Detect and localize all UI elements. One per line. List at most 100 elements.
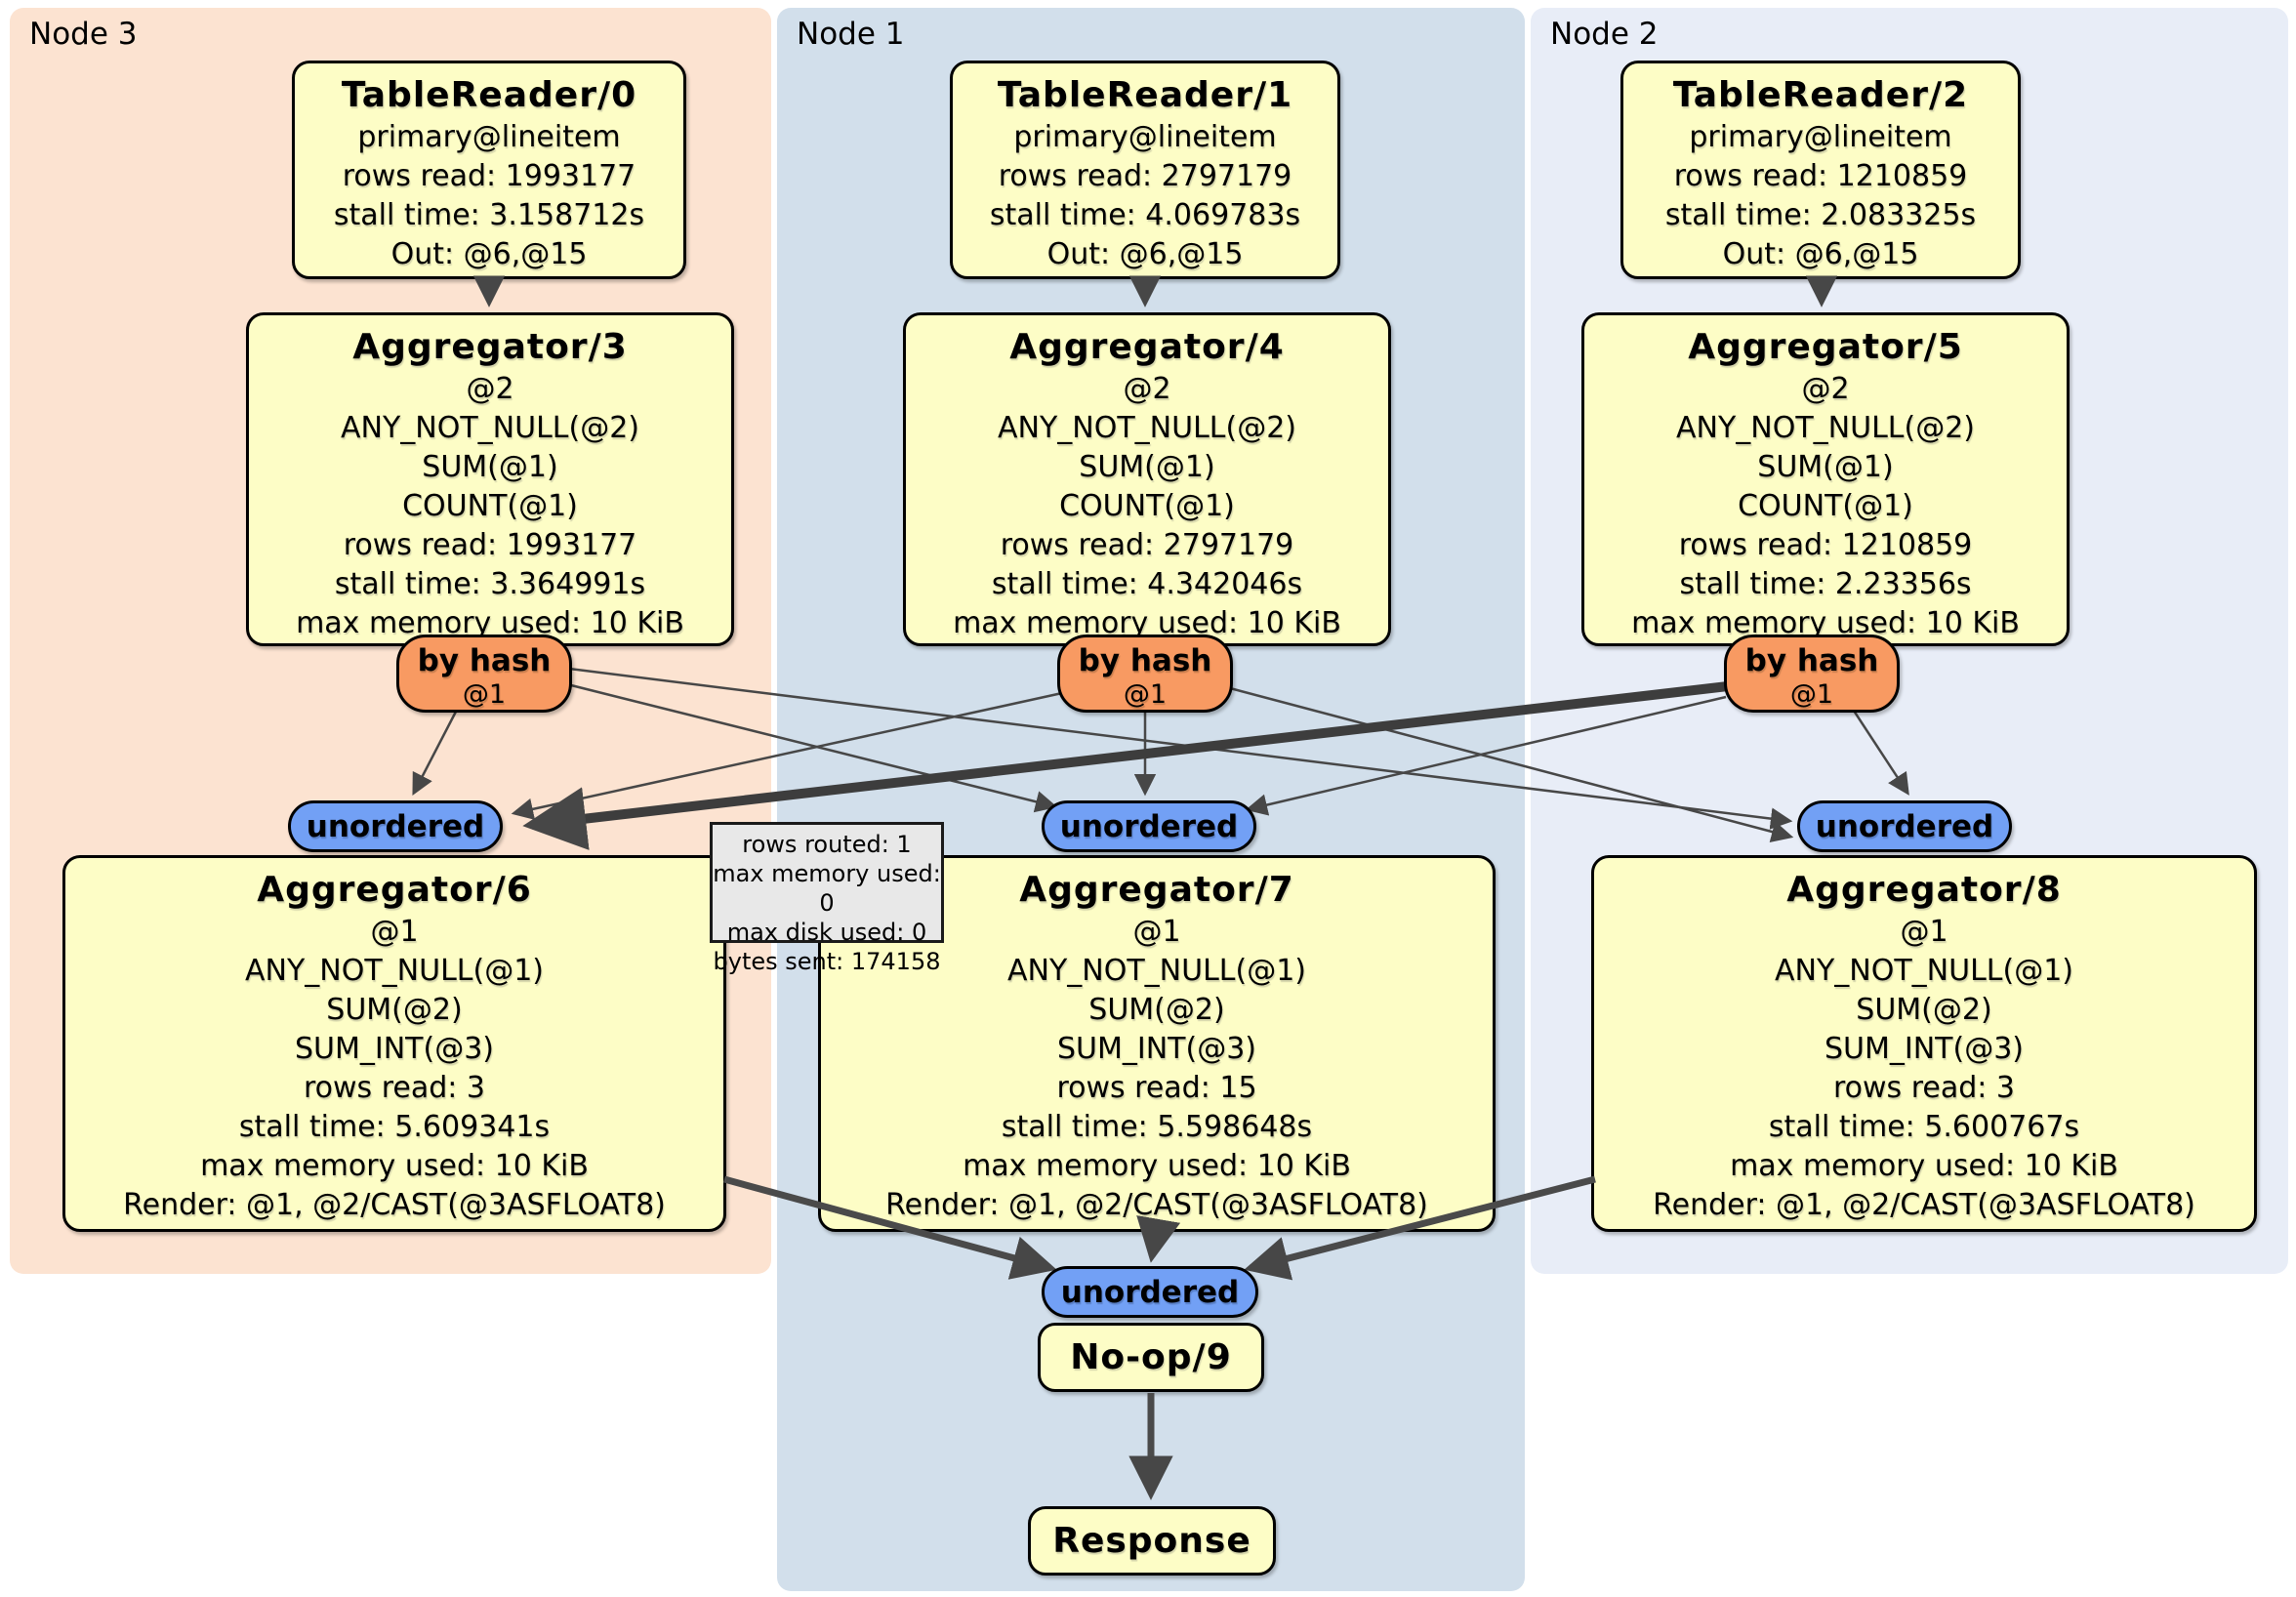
detail-line: Out: @6,@15 <box>1046 237 1244 271</box>
detail-line: ANY_NOT_NULL(@1) <box>1007 954 1306 988</box>
sync-label: unordered <box>306 808 485 844</box>
detail-line: max memory used: 10 KiB <box>200 1149 589 1183</box>
router-key: @1 <box>1123 679 1168 710</box>
router-key: @1 <box>462 679 507 710</box>
detail-line: rows read: 1993177 <box>343 528 637 562</box>
edge-hash4-unordered2 <box>1229 686 1794 842</box>
edge-hash5-unordered3-heavy <box>522 681 1729 850</box>
detail-line: Render: @1, @2/CAST(@3ASFLOAT8) <box>1653 1188 2195 1222</box>
detail-line: @1 <box>1900 915 1948 949</box>
sync-label: unordered <box>1815 808 1994 844</box>
detail-line: @2 <box>1123 372 1171 406</box>
sync-unordered-node2[interactable]: unordered <box>1797 800 2012 852</box>
detail-line: stall time: 2.083325s <box>1664 198 1977 232</box>
region-label-node2: Node 2 <box>1550 17 1659 52</box>
processor-title: Aggregator/3 <box>352 327 628 367</box>
detail-line: @1 <box>1132 915 1181 949</box>
router-by-hash-node1[interactable]: by hash @1 <box>1057 635 1233 713</box>
processor-tablereader-2[interactable]: TableReader/2 primary@lineitem rows read:… <box>1620 61 2021 279</box>
detail-line: Out: @6,@15 <box>1722 237 1919 271</box>
detail-line: max memory used: 10 KiB <box>963 1149 1351 1183</box>
detail-line: rows read: 1210859 <box>1678 528 1973 562</box>
detail-line: SUM_INT(@3) <box>1057 1032 1256 1066</box>
detail-line: stall time: 5.609341s <box>238 1110 551 1144</box>
detail-line: stall time: 4.342046s <box>991 567 1303 601</box>
edge-hash5-unordered2 <box>1852 710 1909 796</box>
detail-line: rows read: 2797179 <box>1000 528 1294 562</box>
processor-title: Aggregator/8 <box>1786 870 2062 910</box>
detail-line: primary@lineitem <box>1013 120 1277 154</box>
detail-line: COUNT(@1) <box>402 489 578 523</box>
detail-line: Render: @1, @2/CAST(@3ASFLOAT8) <box>123 1188 666 1222</box>
detail-line: ANY_NOT_NULL(@2) <box>341 411 639 445</box>
processor-title: Response <box>1052 1521 1251 1561</box>
detail-line: max memory used: 10 KiB <box>1730 1149 2118 1183</box>
region-label-node3: Node 3 <box>29 17 138 52</box>
detail-line: rows read: 1993177 <box>342 159 636 193</box>
detail-line: stall time: 3.158712s <box>333 198 645 232</box>
detail-line: stall time: 5.600767s <box>1768 1110 2080 1144</box>
detail-line: SUM(@2) <box>1856 993 1992 1027</box>
detail-line: ANY_NOT_NULL(@1) <box>245 954 544 988</box>
processor-title: Aggregator/5 <box>1688 327 1963 367</box>
edge-aggregator6-unordered-final <box>723 1175 1057 1280</box>
sync-unordered-final[interactable]: unordered <box>1042 1266 1258 1318</box>
router-key: @1 <box>1789 679 1834 710</box>
detail-line: Out: @6,@15 <box>390 237 588 271</box>
edge-hash3-unordered2 <box>568 667 1793 830</box>
detail-line: stall time: 2.23356s <box>1679 567 1972 601</box>
detail-line: rows read: 1210859 <box>1673 159 1968 193</box>
detail-line: SUM(@2) <box>326 993 463 1027</box>
processor-title: Aggregator/6 <box>257 870 532 910</box>
processor-noop-9[interactable]: No-op/9 <box>1038 1323 1264 1392</box>
router-label: by hash <box>417 643 552 678</box>
edge-hash3-unordered1 <box>570 683 1058 813</box>
detail-line: SUM(@1) <box>1757 450 1894 484</box>
detail-line: rows read: 3 <box>1832 1071 2016 1105</box>
detail-line: rows read: 2797179 <box>998 159 1292 193</box>
detail-line: @2 <box>466 372 514 406</box>
edge-hash5-unordered1 <box>1245 695 1727 816</box>
detail-line: SUM(@1) <box>1079 450 1215 484</box>
detail-line: SUM(@2) <box>1088 993 1225 1027</box>
detail-line: primary@lineitem <box>357 120 621 154</box>
edge-aggregator8-unordered-final <box>1244 1175 1596 1281</box>
sync-unordered-node1[interactable]: unordered <box>1042 800 1256 852</box>
processor-title: TableReader/2 <box>1672 75 1969 115</box>
detail-line: stall time: 3.364991s <box>334 567 646 601</box>
detail-line: COUNT(@1) <box>1059 489 1235 523</box>
sync-label: unordered <box>1060 1274 1240 1310</box>
router-by-hash-node2[interactable]: by hash @1 <box>1724 635 1900 713</box>
detail-line: primary@lineitem <box>1689 120 1952 154</box>
processor-title: No-op/9 <box>1070 1337 1232 1377</box>
detail-line: rows routed: 1 <box>742 831 912 858</box>
detail-line: ANY_NOT_NULL(@2) <box>998 411 1296 445</box>
sync-unordered-node3[interactable]: unordered <box>288 800 503 852</box>
detail-line: COUNT(@1) <box>1738 489 1913 523</box>
detail-line: max disk used: 0 <box>726 919 927 946</box>
router-by-hash-node3[interactable]: by hash @1 <box>396 635 572 713</box>
detail-line: rows read: 15 <box>1056 1071 1257 1105</box>
detail-line: stall time: 5.598648s <box>1001 1110 1313 1144</box>
detail-line: @2 <box>1801 372 1850 406</box>
detail-line: @1 <box>370 915 419 949</box>
detail-line: SUM_INT(@3) <box>295 1032 494 1066</box>
sync-label: unordered <box>1059 808 1239 844</box>
edge-hash4-unordered3 <box>511 691 1063 820</box>
edge-hash3-unordered3 <box>412 709 459 796</box>
processor-response[interactable]: Response <box>1028 1506 1276 1576</box>
detail-line: ANY_NOT_NULL(@2) <box>1676 411 1975 445</box>
detail-line: stall time: 4.069783s <box>989 198 1301 232</box>
detail-line: max memory used: 0 <box>713 860 941 917</box>
router-label: by hash <box>1744 643 1879 678</box>
region-label-node1: Node 1 <box>797 17 905 52</box>
